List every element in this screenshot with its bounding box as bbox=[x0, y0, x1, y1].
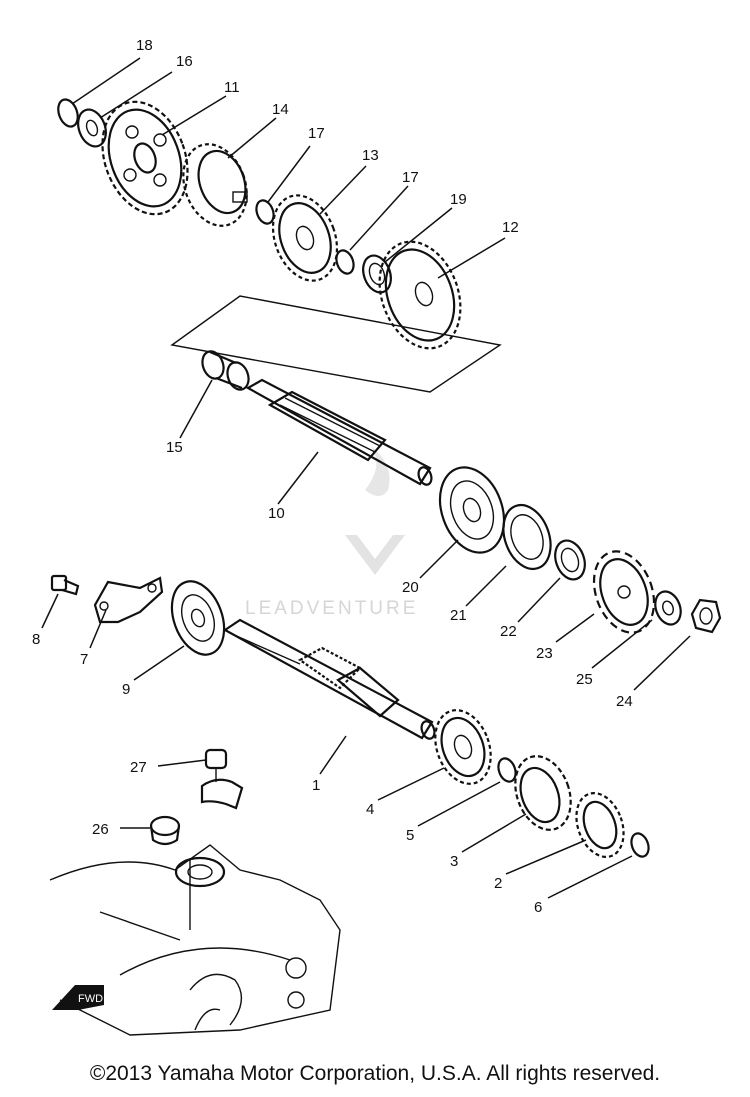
callout-labels: 18 16 11 14 17 13 17 19 12 15 10 20 21 2… bbox=[32, 37, 633, 916]
gear-12 bbox=[378, 240, 462, 350]
gear-2 bbox=[575, 791, 625, 859]
callout-6: 6 bbox=[534, 899, 542, 916]
washer-16 bbox=[77, 108, 107, 148]
stopper-plate-7 bbox=[93, 576, 164, 624]
circlip-6 bbox=[630, 832, 650, 858]
main-axle-1 bbox=[222, 618, 436, 740]
callout-20: 20 bbox=[402, 579, 419, 596]
bearing-9 bbox=[170, 580, 226, 656]
callout-11: 11 bbox=[224, 79, 240, 96]
bolt-8 bbox=[50, 574, 80, 596]
callout-17-lower: 17 bbox=[402, 169, 419, 186]
callout-26: 26 bbox=[92, 821, 109, 838]
drive-sprocket-23 bbox=[592, 550, 656, 634]
callout-3: 3 bbox=[450, 853, 458, 870]
callout-4: 4 bbox=[366, 801, 374, 818]
callout-23: 23 bbox=[536, 645, 553, 662]
oil-seal-21 bbox=[502, 503, 552, 571]
callout-13: 13 bbox=[362, 147, 379, 164]
callout-7: 7 bbox=[80, 651, 88, 668]
callout-19: 19 bbox=[450, 191, 467, 208]
watermark-text: LEADVENTURE bbox=[245, 598, 418, 619]
crankcase-outline bbox=[49, 844, 341, 1036]
leadventure-watermark: LEADVENTURE bbox=[245, 445, 418, 619]
callout-17-upper: 17 bbox=[308, 125, 325, 142]
fwd-label: FWD bbox=[78, 993, 103, 1005]
callout-25: 25 bbox=[576, 671, 593, 688]
collar-22 bbox=[554, 539, 586, 581]
callout-18: 18 bbox=[136, 37, 153, 54]
gear-4 bbox=[434, 709, 492, 785]
callout-12: 12 bbox=[502, 219, 519, 236]
callout-27: 27 bbox=[130, 759, 147, 776]
callout-14: 14 bbox=[272, 101, 289, 118]
circlip-18 bbox=[57, 98, 79, 128]
circlip-5 bbox=[497, 757, 517, 783]
callout-1: 1 bbox=[312, 777, 320, 794]
assembly-outline bbox=[170, 295, 502, 393]
callout-5: 5 bbox=[406, 827, 414, 844]
callout-9: 9 bbox=[122, 681, 130, 698]
circlip-17-lower bbox=[335, 249, 355, 275]
callout-22: 22 bbox=[500, 623, 517, 640]
cap-26 bbox=[149, 815, 181, 846]
callout-8: 8 bbox=[32, 631, 40, 648]
copyright-notice: ©2013 Yamaha Motor Corporation, U.S.A. A… bbox=[89, 1062, 661, 1085]
callout-24: 24 bbox=[616, 693, 633, 710]
callout-21: 21 bbox=[450, 607, 467, 624]
callout-16: 16 bbox=[176, 53, 193, 70]
callout-15: 15 bbox=[166, 439, 183, 456]
plug-27 bbox=[200, 748, 244, 810]
fwd-arrow-mark: FWD bbox=[52, 985, 104, 1010]
lock-washer-25 bbox=[654, 590, 682, 626]
gear-11 bbox=[101, 100, 189, 216]
bushing-15 bbox=[201, 350, 250, 391]
bearing-20 bbox=[438, 466, 506, 554]
drive-axle-10 bbox=[245, 378, 433, 486]
callout-10: 10 bbox=[268, 505, 285, 522]
circlip-17-upper bbox=[255, 199, 275, 225]
nut-24 bbox=[690, 598, 722, 634]
gear-13 bbox=[271, 194, 339, 282]
gear-14 bbox=[182, 143, 248, 227]
gear-3 bbox=[514, 755, 572, 831]
callout-2: 2 bbox=[494, 875, 502, 892]
exploded-parts-diagram: LEADVENTURE bbox=[32, 37, 722, 1036]
leader-lines bbox=[41, 57, 691, 899]
